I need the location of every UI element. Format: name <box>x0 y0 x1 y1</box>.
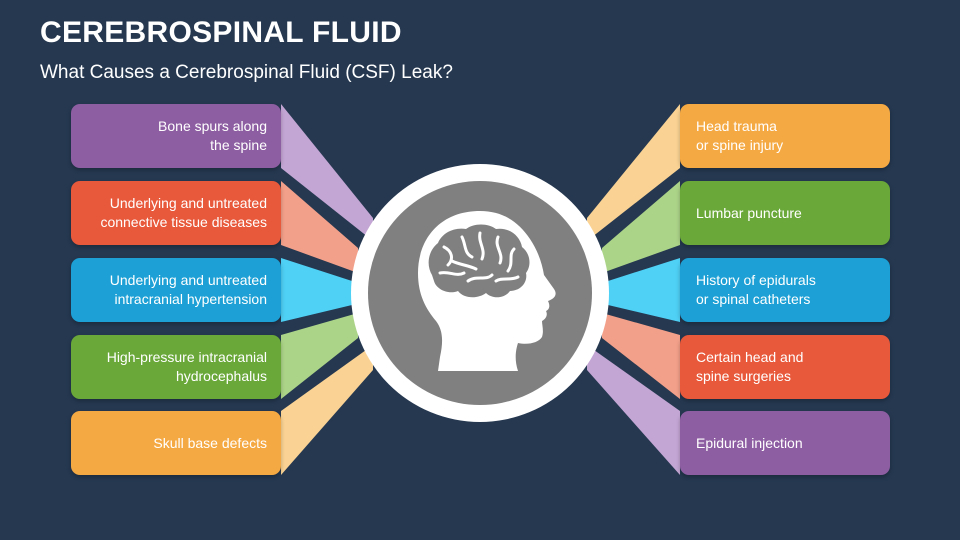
right-cause-5-label: Epidural injection <box>696 434 803 451</box>
left-cause-5-label: Skull base defects <box>153 434 267 451</box>
right-cause-2: Lumbar puncture <box>680 181 890 245</box>
left-cause-1-label: Bone spurs along the spine <box>158 118 267 153</box>
left-cause-1: Bone spurs along the spine <box>71 104 281 168</box>
left-cause-4-label: High-pressure intracranial hydrocephalus <box>106 349 267 384</box>
right-cause-4-label: Certain head and spine surgeries <box>696 349 804 384</box>
connector-right-2 <box>602 181 680 273</box>
head-brain-icon <box>418 211 556 371</box>
connector-right-5 <box>587 345 680 475</box>
slide-subtitle: What Causes a Cerebrospinal Fluid (CSF) … <box>40 62 453 83</box>
right-cause-2-label: Lumbar puncture <box>696 204 802 221</box>
left-cause-5: Skull base defects <box>71 411 281 475</box>
connector-right-1 <box>587 104 680 241</box>
slide-title: CEREBROSPINAL FLUID <box>40 16 402 49</box>
connector-right-4 <box>602 313 680 399</box>
right-cause-5: Epidural injection <box>680 411 890 475</box>
connector-left-5 <box>281 345 373 475</box>
connector-left-1 <box>281 104 373 241</box>
left-cause-2-label: Underlying and untreated connective tiss… <box>100 195 267 230</box>
left-cause-4: High-pressure intracranial hydrocephalus <box>71 335 281 399</box>
connector-right-3 <box>608 258 680 322</box>
connector-left-4 <box>281 313 358 399</box>
right-cause-3: History of epidurals or spinal catheters <box>680 258 890 322</box>
right-cause-4: Certain head and spine surgeries <box>680 335 890 399</box>
right-cause-1: Head trauma or spine injury <box>680 104 890 168</box>
left-cause-3: Underlying and untreated intracranial hy… <box>71 258 281 322</box>
connector-left-2 <box>281 181 358 273</box>
left-cause-2: Underlying and untreated connective tiss… <box>71 181 281 245</box>
right-cause-1-label: Head trauma or spine injury <box>696 118 784 153</box>
right-cause-3-label: History of epidurals or spinal catheters <box>696 272 816 307</box>
connector-left-3 <box>281 258 352 322</box>
left-cause-3-label: Underlying and untreated intracranial hy… <box>109 272 267 307</box>
